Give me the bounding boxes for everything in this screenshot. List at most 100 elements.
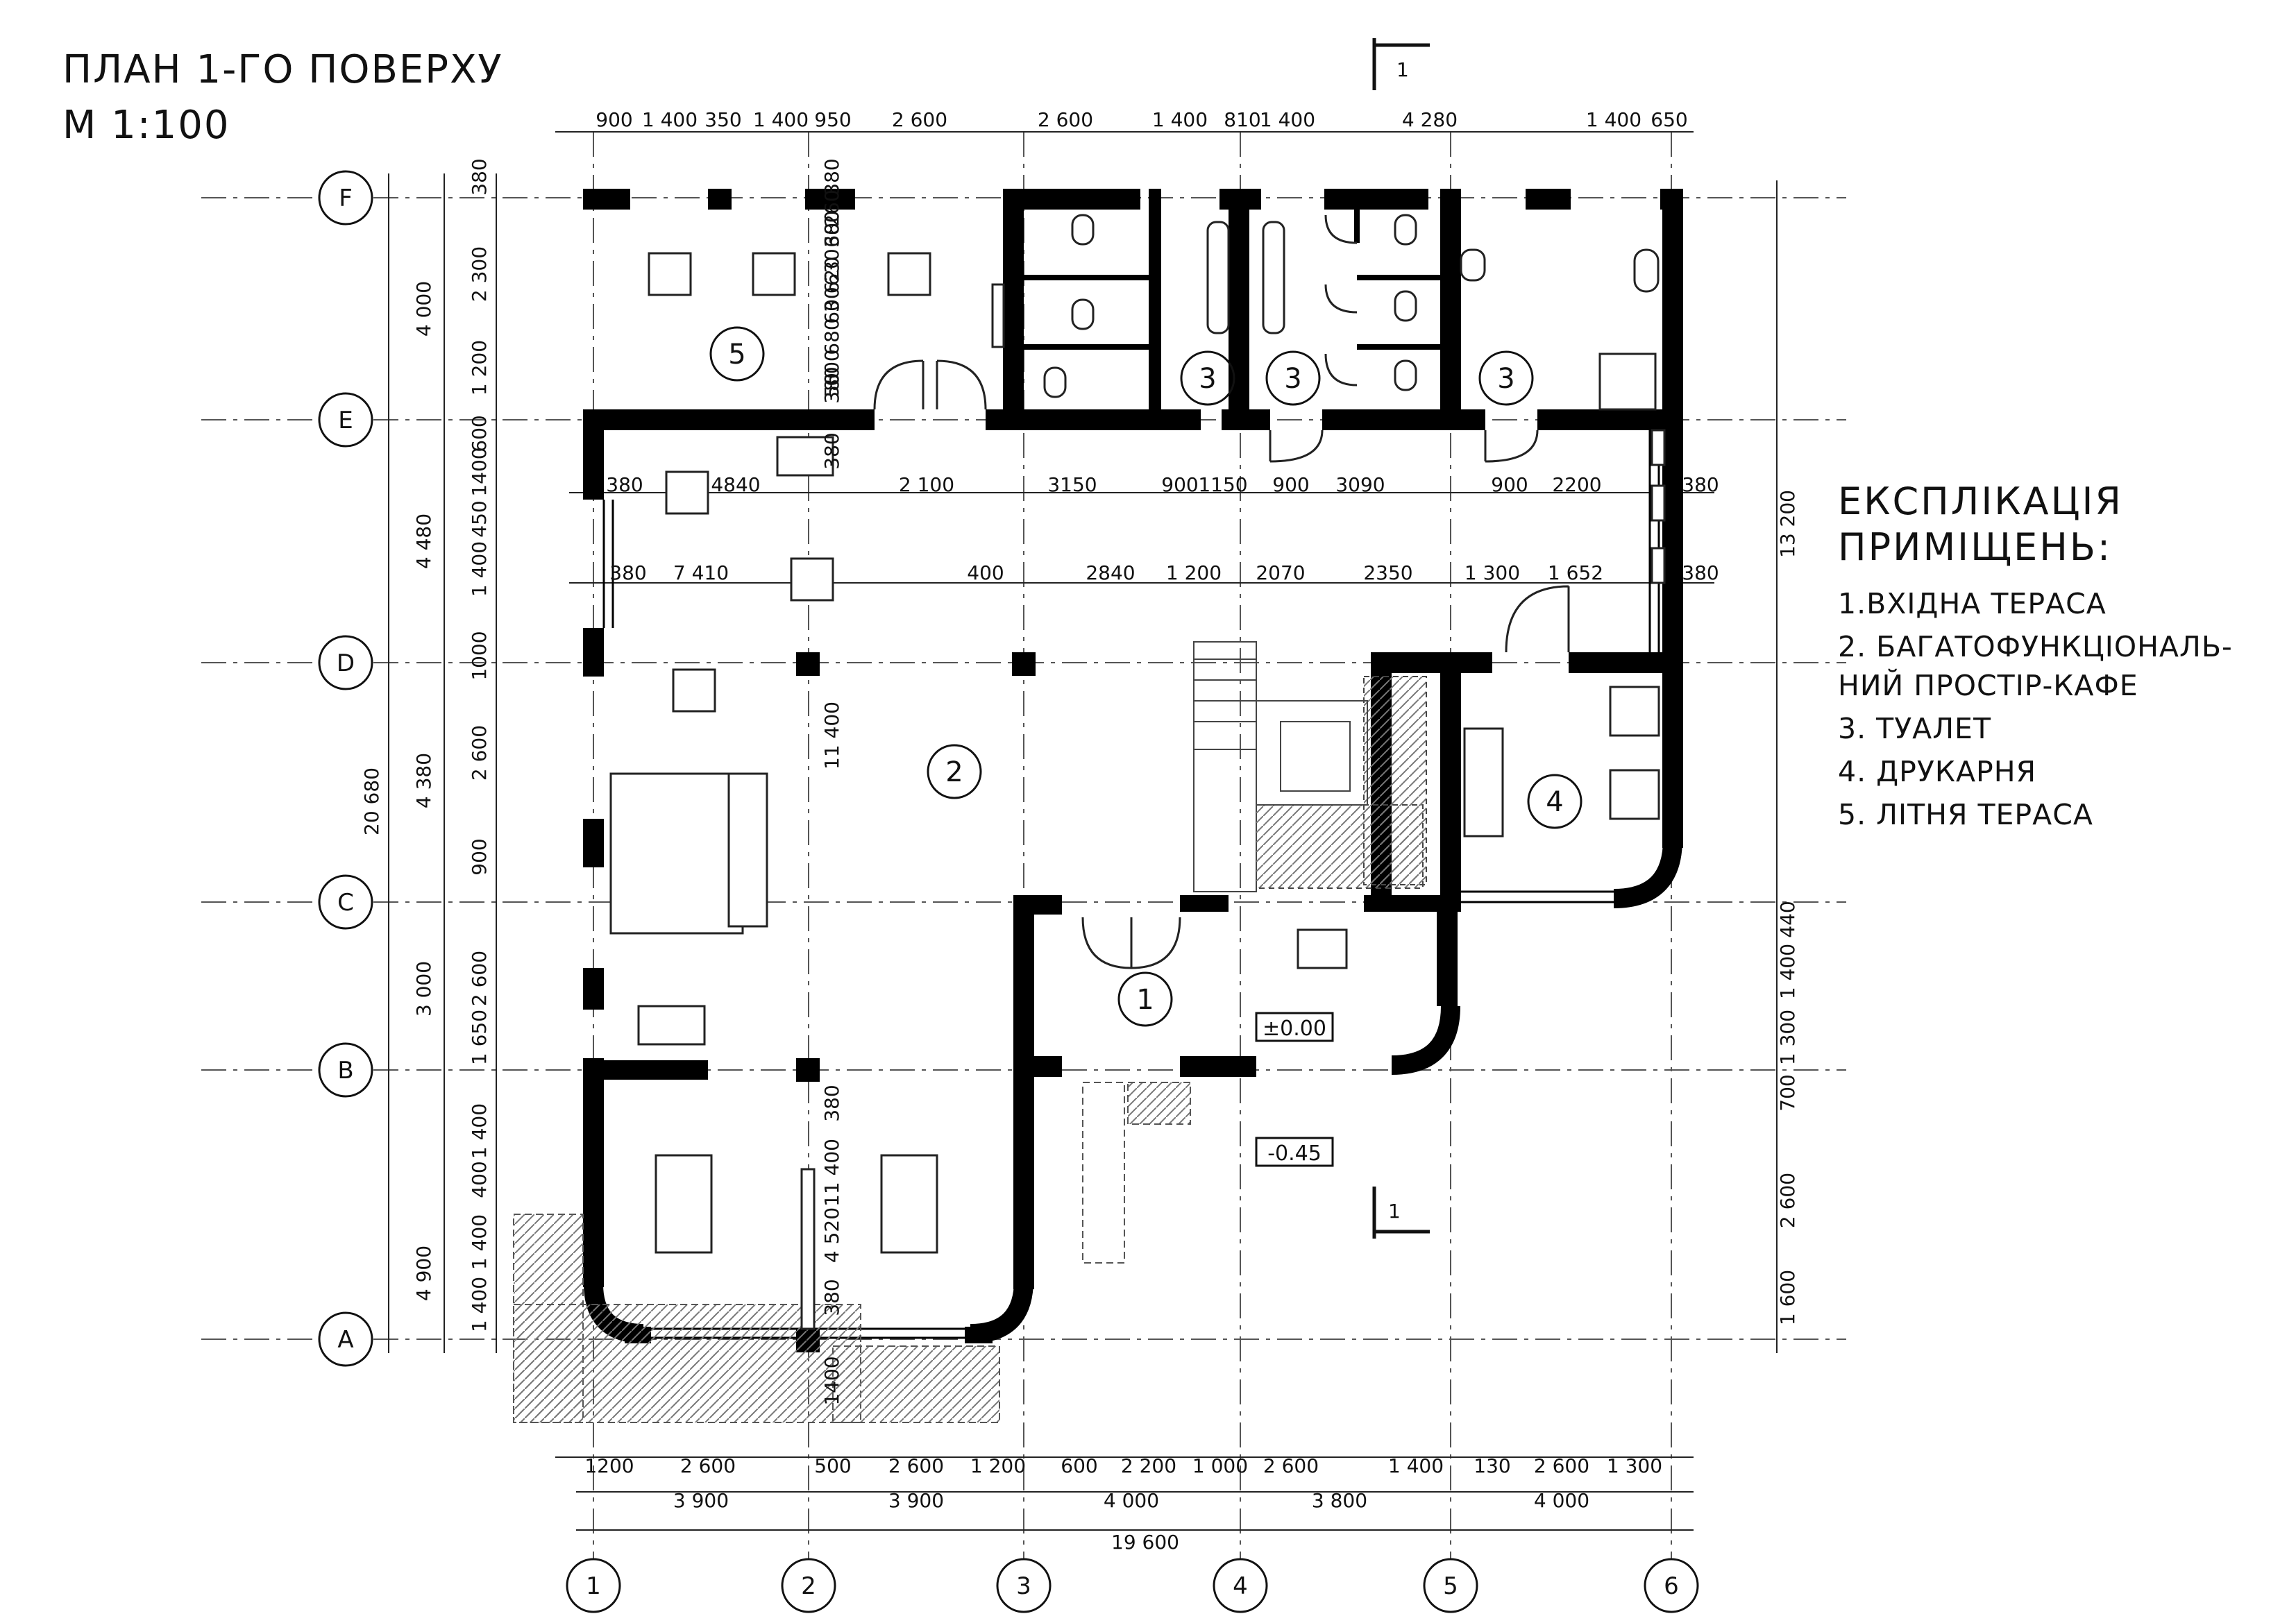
wall xyxy=(583,1060,708,1080)
dim-left-inner: 400 xyxy=(468,1161,491,1198)
dim-left-inner: 600 xyxy=(468,415,491,452)
dim-total: 19 600 xyxy=(1111,1531,1179,1554)
row-axis-marker xyxy=(318,635,373,690)
dim-vertical: 380 xyxy=(820,158,843,195)
dim-interior: 900 xyxy=(1272,473,1309,496)
dim-left-outer: 4 480 xyxy=(412,513,435,569)
level-entry: ±0.00 xyxy=(1263,1017,1326,1041)
room-number-marker xyxy=(927,744,982,799)
row-axis-marker xyxy=(318,1042,373,1098)
dim-vertical: 600 xyxy=(820,349,843,386)
row-axis-label: B xyxy=(337,1057,353,1085)
dim-bottom: 2 600 xyxy=(1263,1454,1319,1477)
dim-top: 650 xyxy=(1651,108,1687,131)
level-exterior: -0.45 xyxy=(1267,1141,1322,1166)
section-mark xyxy=(1372,38,1430,1239)
wall xyxy=(1537,409,1683,430)
dim-vertical: 680 xyxy=(820,318,843,355)
dim-interior: 2350 xyxy=(1363,561,1412,584)
column-axis-marker xyxy=(781,1558,836,1613)
wall xyxy=(1013,1056,1062,1077)
dim-top: 900 xyxy=(596,108,632,131)
dim-left-inner: 1 650 xyxy=(468,1010,491,1065)
room-number: 4 xyxy=(1546,786,1563,818)
dim-left-inner: 1 200 xyxy=(468,340,491,396)
wall xyxy=(1222,409,1270,430)
wall xyxy=(1003,189,1140,210)
wall xyxy=(1569,652,1683,673)
column-axis-label: 4 xyxy=(1233,1572,1248,1600)
dim-interior: 3090 xyxy=(1335,473,1385,496)
dim-top: 2 600 xyxy=(892,108,947,131)
dim-interior: 1 652 xyxy=(1548,561,1603,584)
row-axis-label: D xyxy=(337,649,355,677)
dim-bottom: 1 000 xyxy=(1192,1454,1248,1477)
dim-left-inner: 1000 xyxy=(468,631,491,680)
wall xyxy=(1440,189,1461,418)
plan-scale: М 1:100 xyxy=(62,103,230,148)
column-axis-label: 6 xyxy=(1664,1572,1679,1600)
dim-interior: 2200 xyxy=(1552,473,1601,496)
dim-bottom-axis: 3 900 xyxy=(673,1489,729,1512)
dim-top: 1 400 xyxy=(1152,108,1208,131)
dim-interior: 7 410 xyxy=(673,561,729,584)
dim-left-inner: 2 300 xyxy=(468,246,491,302)
dim-bottom: 1 300 xyxy=(1607,1454,1662,1477)
dim-interior: 4840 xyxy=(711,473,760,496)
dim-bottom: 1 200 xyxy=(970,1454,1026,1477)
room-number: 3 xyxy=(1497,363,1514,395)
dim-interior: 900 xyxy=(1491,473,1528,496)
column-axis-marker xyxy=(1213,1558,1268,1613)
section-label: 1 xyxy=(1388,1200,1401,1223)
dim-vertical: 380 xyxy=(820,1279,843,1316)
wall xyxy=(1229,189,1249,418)
row-axis-label: E xyxy=(338,407,353,434)
wall xyxy=(1322,409,1485,430)
dim-bottom: 2 600 xyxy=(680,1454,736,1477)
wall xyxy=(1371,652,1492,673)
column-axis-label: 3 xyxy=(1016,1572,1031,1600)
dim-vertical: 260 xyxy=(820,189,843,226)
dim-bottom: 130 xyxy=(1474,1454,1510,1477)
room-number-marker xyxy=(1180,350,1235,406)
column-axis-marker xyxy=(996,1558,1052,1613)
dim-right: 2 600 xyxy=(1776,1173,1799,1228)
wall xyxy=(583,968,604,1010)
column-axis-marker xyxy=(566,1558,621,1613)
dim-interior: 900 xyxy=(1161,473,1198,496)
dim-interior: 400 xyxy=(967,561,1004,584)
dim-vertical: 600 xyxy=(820,287,843,323)
furniture xyxy=(609,252,1666,1330)
dim-top: 810 xyxy=(1224,108,1260,131)
dim-interior: 2070 xyxy=(1256,561,1305,584)
dim-left-outer: 4 380 xyxy=(412,753,435,808)
dim-right: 440 xyxy=(1776,901,1799,937)
dim-top: 350 xyxy=(704,108,741,131)
room-legend: ЕКСПЛІКАЦІЯ ПРИМІЩЕНЬ: 1.ВХІДНА ТЕРАСА 2… xyxy=(1838,479,2233,835)
wall xyxy=(1324,189,1428,210)
dim-right: 1 600 xyxy=(1776,1270,1799,1325)
column-axis-label: 1 xyxy=(586,1572,601,1600)
dimension-lines xyxy=(388,131,1778,1531)
dim-top: 1 400 xyxy=(753,108,809,131)
dim-bottom: 2 200 xyxy=(1121,1454,1176,1477)
room-number-marker xyxy=(1265,350,1321,406)
dim-right: 13 200 xyxy=(1776,490,1799,558)
legend-item: 3. ТУАЛЕТ xyxy=(1838,712,1992,745)
dim-bottom-axis: 4 000 xyxy=(1534,1489,1589,1512)
legend-item: 5. ЛІТНЯ ТЕРАСА xyxy=(1838,798,2093,831)
row-axis-label: A xyxy=(337,1326,353,1354)
dim-vertical: 630 xyxy=(820,248,843,285)
dim-bottom: 1 400 xyxy=(1388,1454,1444,1477)
dim-bottom-axis: 3 800 xyxy=(1312,1489,1367,1512)
dim-top: 2 600 xyxy=(1038,108,1093,131)
dim-left-inner: 450 xyxy=(468,500,491,537)
room-number: 2 xyxy=(945,756,963,788)
level-marks xyxy=(1255,1012,1334,1167)
dim-interior: 3150 xyxy=(1047,473,1097,496)
wall xyxy=(583,628,604,677)
wall xyxy=(583,189,630,210)
